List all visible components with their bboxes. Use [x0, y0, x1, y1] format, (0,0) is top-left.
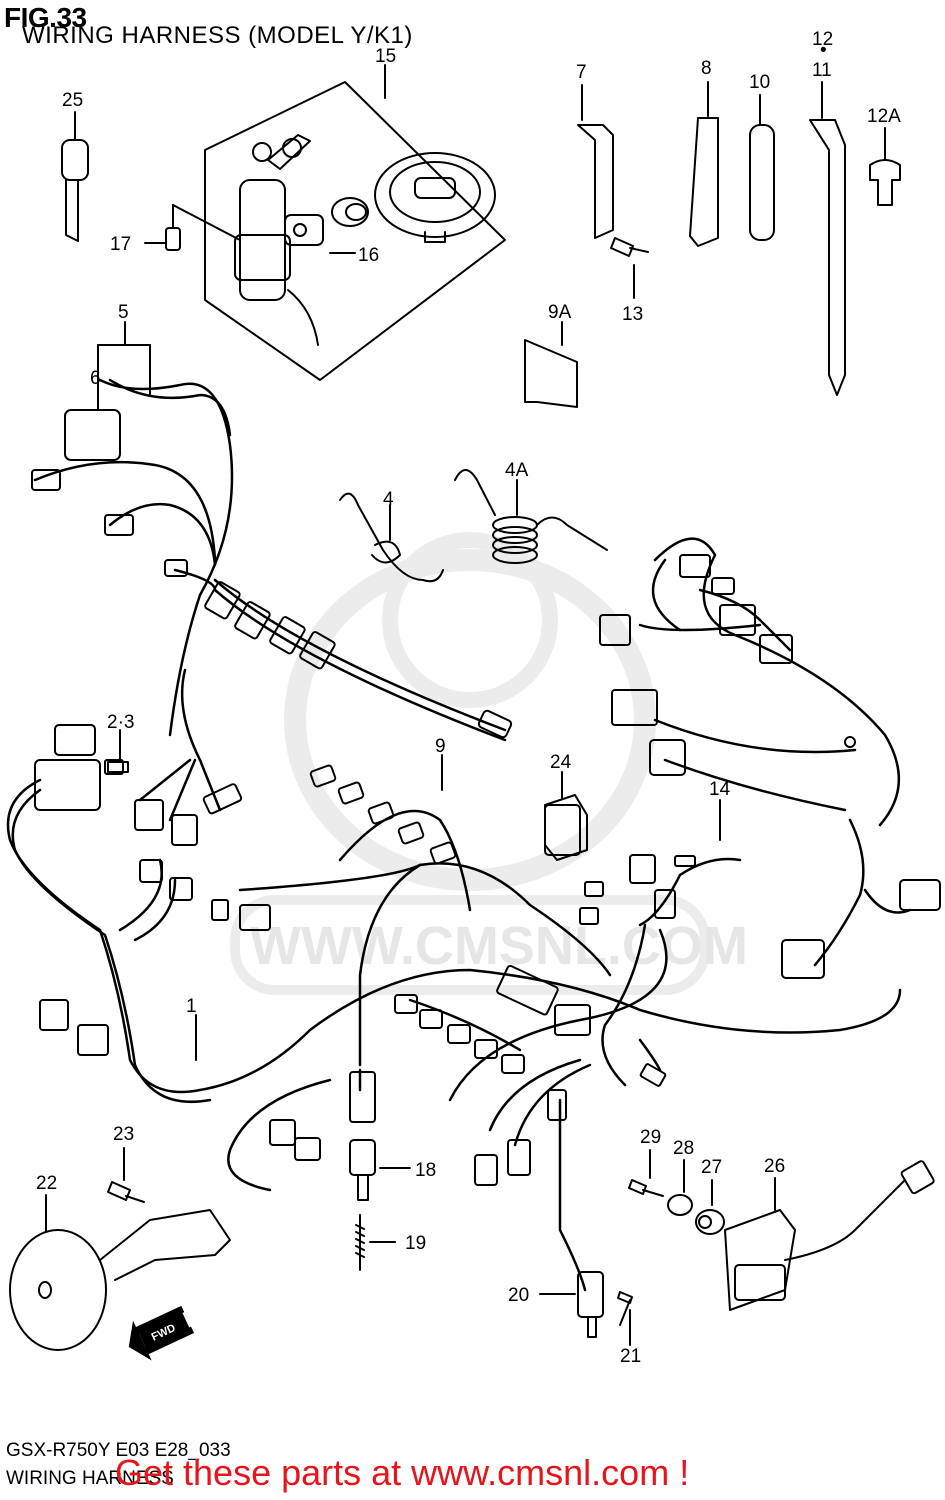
callout-13: 13: [622, 304, 643, 325]
bolt-13: [610, 237, 649, 299]
callout-9: 9: [435, 736, 446, 757]
callout-5: 5: [118, 302, 129, 323]
callout-11: 11: [812, 60, 832, 81]
washer-28: [667, 1159, 693, 1216]
callout-1: 1: [186, 996, 197, 1017]
fuel-cap: [374, 152, 496, 243]
callout-7: 7: [576, 62, 587, 83]
callout-dot: •: [820, 40, 827, 61]
bracket-8: [689, 81, 719, 247]
callout-9a: 9A: [548, 302, 572, 323]
fuse-2-3: [107, 729, 129, 773]
callout-27: 27: [701, 1157, 722, 1178]
callout-6: 6: [90, 368, 101, 389]
switch-18: [349, 1139, 411, 1201]
cable-tie-11: [809, 81, 846, 396]
callout-25: 25: [62, 90, 83, 111]
main-harness: [6, 378, 912, 1292]
seat-lock: [331, 197, 369, 227]
spring-19: [355, 1214, 396, 1271]
band-10: [749, 94, 775, 241]
figure-title: WIRING HARNESS (MODEL Y/K1): [22, 22, 413, 49]
callout-10: 10: [749, 72, 770, 93]
key: [61, 111, 89, 242]
model-code: GSX-R750Y E03 E28_033: [6, 1440, 231, 1461]
callout-26: 26: [764, 1156, 785, 1177]
connectors: [31, 409, 941, 1195]
callout-14: 14: [709, 779, 731, 800]
callout-21: 21: [620, 1346, 641, 1367]
callout-22: 22: [36, 1173, 57, 1194]
callout-4a: 4A: [505, 460, 529, 481]
callout-2-3: 2·3: [107, 712, 134, 733]
bolt-29: [628, 1149, 664, 1197]
callout-17: 17: [110, 234, 131, 255]
bracket-26: [724, 1177, 906, 1311]
plate-9a: [524, 321, 578, 408]
bolt-23: [107, 1147, 145, 1203]
callout-12: 12: [812, 29, 833, 50]
ignition-switch-set-box: [204, 64, 506, 381]
callout-4: 4: [383, 489, 394, 510]
callout-8: 8: [701, 58, 712, 79]
callout-18: 18: [415, 1160, 436, 1181]
switch-20: [539, 1271, 604, 1338]
spring-4a: [454, 469, 608, 564]
spring-4: [339, 492, 444, 583]
callout-12a: 12A: [867, 106, 901, 127]
screw-21: [617, 1291, 633, 1346]
figure-number: FIG.33: [4, 2, 87, 33]
callout-24: 24: [550, 752, 572, 773]
relay-24: [544, 771, 588, 861]
callout-28: 28: [673, 1138, 694, 1159]
promo-link[interactable]: Get these parts at www.cmsnl.com !: [115, 1452, 690, 1493]
clip-12a: [869, 127, 901, 206]
callout-23: 23: [113, 1124, 134, 1145]
callout-19: 19: [405, 1233, 426, 1254]
callout-29: 29: [640, 1127, 661, 1148]
fwd-arrow: FWD: [128, 1305, 194, 1361]
callout-20: 20: [508, 1285, 529, 1306]
collar-27: [695, 1179, 725, 1235]
horn-22: [9, 1194, 231, 1351]
bracket-7: [577, 84, 614, 239]
callout-16: 16: [358, 245, 379, 266]
callout-15: 15: [375, 46, 396, 67]
screw-17: [144, 204, 241, 251]
section-name: WIRING HARNESS: [6, 1468, 174, 1489]
ignition-switch: [234, 134, 324, 346]
